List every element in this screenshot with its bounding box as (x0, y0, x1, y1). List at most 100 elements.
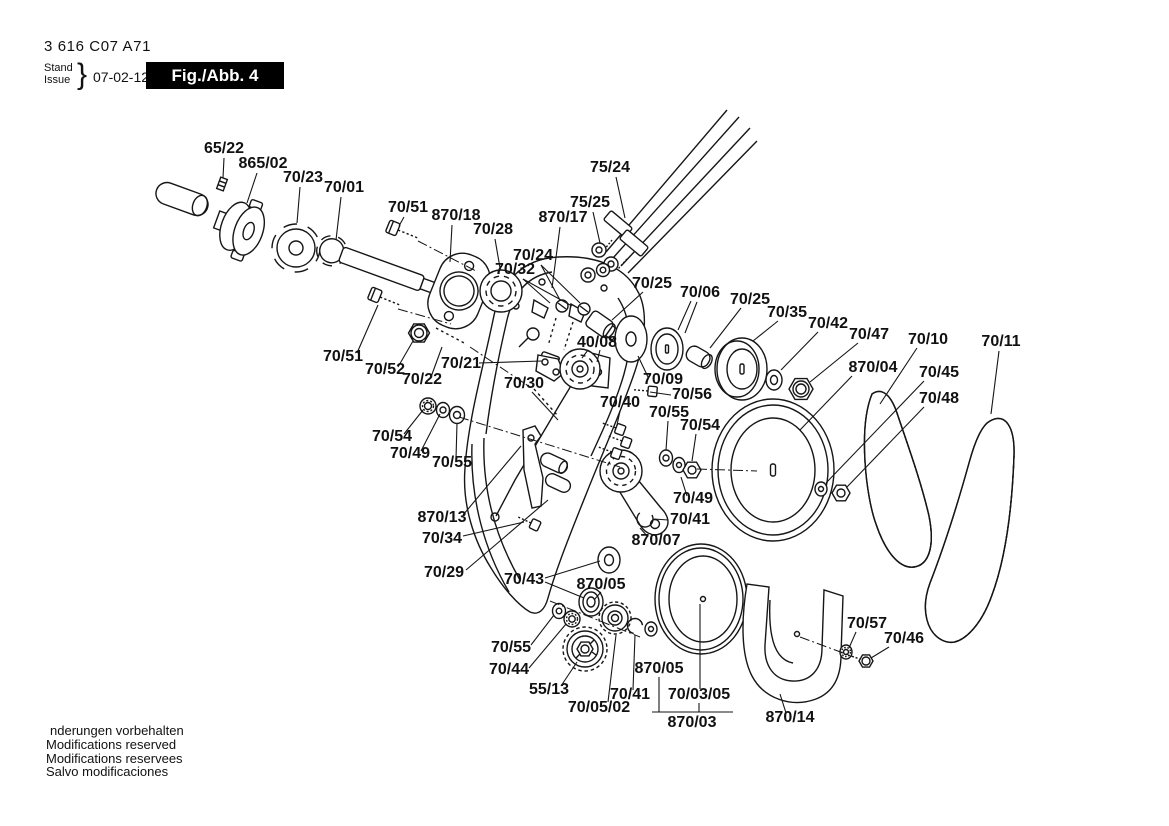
stand-label: Stand (44, 62, 73, 74)
part-label-70-09: 70/09 (643, 371, 683, 388)
part-label-70-11: 70/11 (981, 333, 1020, 350)
leader-line (653, 518, 669, 521)
set-screw (215, 176, 229, 192)
part-label-70-25: 70/25 (730, 291, 770, 308)
part-label-865-02: 865/02 (239, 155, 288, 172)
document-part-number: 3 616 C07 A71 (44, 38, 152, 55)
part-label-70-06: 70/06 (680, 284, 720, 301)
small-bearing (644, 621, 658, 637)
part-label-70-41: 70/41 (610, 686, 650, 703)
v-belt (863, 390, 932, 568)
part-label-70-40: 70/40 (600, 394, 640, 411)
part-label-70-47: 70/47 (849, 326, 889, 343)
hex-nut (580, 267, 596, 283)
issue-label: Issue (44, 74, 71, 86)
compression-spring (435, 327, 467, 345)
part-label-870-13: 870/13 (418, 509, 467, 526)
axis-line (397, 308, 452, 325)
lever-pivots (531, 298, 591, 323)
spacer-disc (650, 327, 684, 371)
leader-line (335, 196, 342, 241)
leader-line (611, 291, 644, 321)
part-label-870-07: 870/07 (632, 532, 681, 549)
drive-shaft (316, 235, 458, 298)
flat-pulley (654, 543, 748, 655)
leader-line (560, 661, 578, 687)
part-label-70-52: 70/52 (365, 361, 405, 378)
part-label-70-01: 70/01 (324, 179, 364, 196)
part-label-70-32: 70/32 (495, 261, 535, 278)
leader-line (799, 375, 853, 431)
part-label-70-25: 70/25 (632, 275, 672, 292)
leader-line (825, 380, 925, 484)
hex-nut (788, 377, 814, 401)
part-label-70-45: 70/45 (919, 364, 959, 381)
drive-pulley (714, 337, 768, 401)
cable-fitting (619, 229, 649, 257)
figure-number-badge: Fig./Abb. 4 (146, 62, 284, 89)
part-label-70-48: 70/48 (919, 390, 959, 407)
spacer-sleeve (544, 473, 572, 493)
leader-line (680, 476, 688, 497)
leader-line (530, 614, 555, 646)
cylinder-pin (685, 345, 713, 370)
part-label-70-43: 70/43 (504, 571, 544, 588)
leader-line (544, 560, 601, 579)
leader-line (848, 631, 857, 649)
leader-line (596, 349, 601, 363)
leader-line (465, 499, 549, 571)
stand-issue-label: Stand Issue (44, 62, 73, 86)
leader-line (462, 445, 522, 516)
leader-line (356, 304, 379, 354)
coupling-flange (212, 199, 266, 262)
toothed-pulley-small (598, 601, 632, 635)
hex-nut (407, 323, 431, 343)
part-label-870-18: 870/18 (432, 207, 481, 224)
leader-line (397, 340, 414, 368)
hex-nut (595, 262, 611, 278)
leader-line (528, 623, 567, 669)
axis-line (799, 636, 855, 658)
leader-line (462, 521, 525, 537)
leader-line (665, 420, 669, 451)
part-label-70-24: 70/24 (513, 247, 553, 264)
leader-line (430, 346, 443, 378)
part-label-870-17: 870/17 (539, 209, 588, 226)
leader-line (879, 347, 918, 405)
part-label-70-57: 70/57 (847, 615, 887, 632)
part-label-70-23: 70/23 (283, 169, 323, 186)
leader-line (296, 186, 301, 224)
leader-line (551, 226, 561, 289)
roller-pin (155, 181, 209, 217)
leader-line (455, 422, 458, 460)
part-label-70-30: 70/30 (504, 375, 544, 392)
tension-roller (599, 449, 643, 493)
part-label-870-05: 870/05 (577, 576, 626, 593)
spacer-disc (614, 315, 648, 363)
hex-nut (831, 484, 851, 502)
part-label-70-56: 70/56 (672, 386, 712, 403)
bushing (585, 310, 621, 342)
leader-line (779, 693, 787, 714)
part-label-70-55: 70/55 (432, 454, 472, 471)
brace-glyph: } (77, 58, 88, 91)
part-label-70-21: 70/21 (441, 355, 481, 372)
leader-line (592, 211, 601, 244)
part-label-870-03: 870/03 (668, 714, 717, 731)
leader-line (607, 634, 617, 703)
leader-line (222, 157, 225, 179)
leader-line (403, 409, 424, 435)
leader-line (870, 646, 890, 659)
leader-line (540, 264, 561, 301)
part-label-70-54: 70/54 (680, 417, 720, 434)
part-label-75-25: 75/25 (570, 194, 610, 211)
compression-spring (563, 321, 574, 351)
leader-line (677, 300, 692, 331)
part-label-70-55: 70/55 (649, 404, 689, 421)
leader-line (780, 331, 819, 371)
leader-line (616, 410, 621, 426)
part-label-70-42: 70/42 (808, 315, 848, 332)
leader-line (246, 172, 258, 204)
leader-line (531, 391, 559, 421)
